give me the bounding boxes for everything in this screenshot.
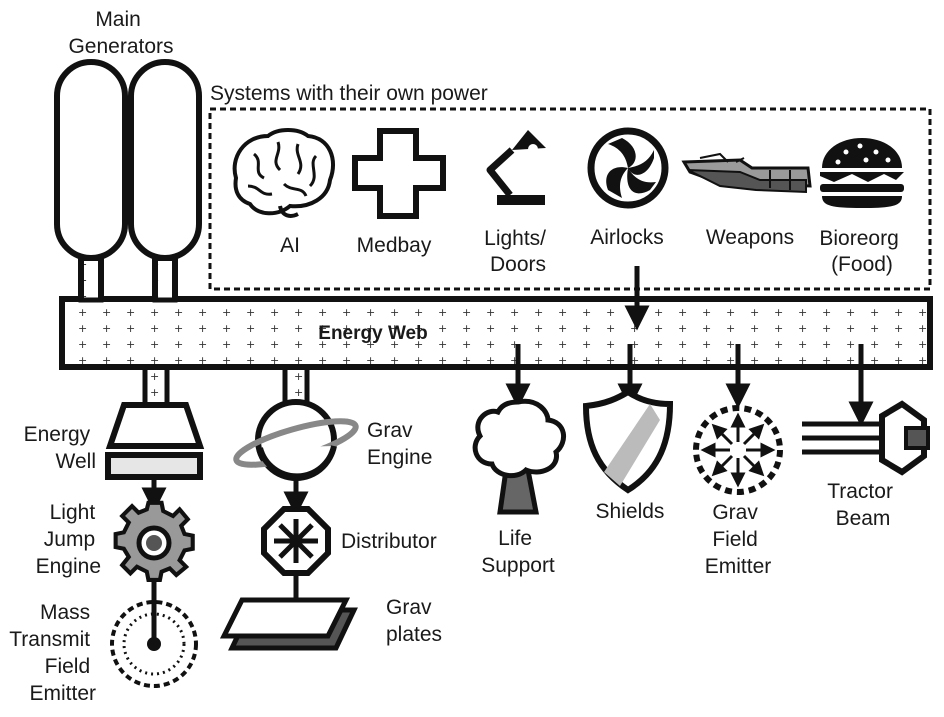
snowflake-icon: [261, 506, 331, 576]
own-power-box: [208, 107, 932, 291]
grav-field-emitter-label: Grav Field Emitter: [705, 501, 772, 578]
mass-transmit-icon: [110, 600, 198, 688]
shields-label: Shields: [596, 500, 665, 523]
energy-web-bar: [59, 255, 933, 370]
tractor-beam-label: Tractor Beam: [827, 480, 899, 530]
rifles-icon: [681, 152, 812, 194]
shield-icon: [582, 388, 674, 494]
bioreorg-label: Bioreorg (Food): [819, 227, 904, 276]
burst-icon: [693, 405, 783, 495]
burger-icon: [820, 138, 904, 208]
tractor-beam-icon: [802, 400, 930, 476]
grav-plates-label: Grav plates: [386, 596, 442, 646]
grav-engine-feeder: [282, 364, 310, 406]
gear-icon: [113, 500, 195, 582]
life-support-label: Life Support: [481, 527, 555, 577]
grav-plates-icon: [219, 597, 358, 651]
grav-engine-label: Grav Engine: [367, 419, 432, 469]
energy-well-icon: [105, 402, 205, 480]
distributor-label: Distributor: [341, 530, 437, 553]
brain-icon: [232, 128, 335, 218]
light-jump-engine-label: Light Jump Engine: [36, 501, 101, 578]
energy-web-label: Energy Web: [318, 323, 427, 344]
mass-transmit-label: Mass Transmit Field Emitter: [9, 601, 96, 705]
main-generators-label: Main Generators: [68, 8, 173, 58]
ai-label: AI: [280, 234, 300, 257]
own-power-label: Systems with their own power: [210, 82, 488, 105]
cross-icon: [352, 128, 446, 219]
lights-doors-label: Lights/ Doors: [484, 227, 552, 276]
weapons-label: Weapons: [706, 226, 794, 249]
tree-icon: [472, 398, 566, 515]
planet-icon: [233, 399, 359, 481]
energy-well-label: Energy Well: [24, 423, 96, 473]
medbay-label: Medbay: [357, 234, 432, 257]
airlocks-label: Airlocks: [590, 226, 664, 249]
energy-well-feeder: [142, 364, 170, 408]
aperture-icon: [587, 127, 669, 209]
lamp-icon: [486, 130, 546, 205]
